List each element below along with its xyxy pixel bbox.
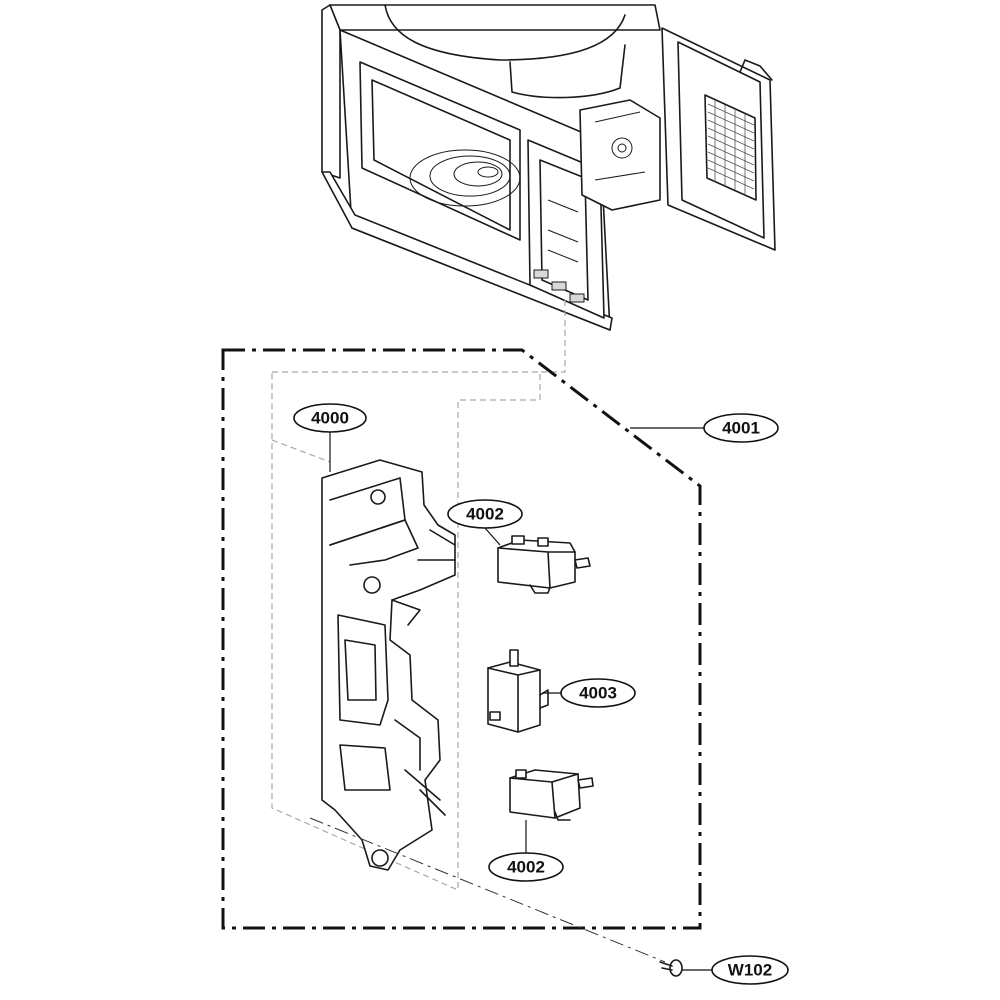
callout-4003: 4003 [542, 678, 636, 708]
microwave-chassis [321, 4, 776, 331]
callout-4002-top: 4002 [447, 499, 523, 546]
callout-label: 4002 [466, 505, 504, 524]
callout-label: 4002 [507, 858, 545, 877]
callout-label: W102 [728, 961, 772, 980]
callout-4000: 4000 [293, 403, 367, 472]
callout-w102: W102 [682, 955, 789, 985]
callout-label: 4000 [311, 409, 349, 428]
latch-body-part [321, 459, 456, 871]
callout-label: 4001 [722, 419, 760, 438]
micro-switch-4003 [487, 649, 549, 733]
screw-w102 [309, 817, 683, 977]
assembly-boundary [221, 348, 702, 930]
projection-box [271, 371, 541, 891]
callout-4001: 4001 [630, 413, 779, 443]
alignment-guide [540, 300, 566, 373]
micro-switch-4002-top [497, 535, 591, 594]
micro-switch-4002-bottom [509, 769, 594, 821]
callout-label: 4003 [579, 684, 617, 703]
callout-4002-bottom: 4002 [488, 820, 564, 882]
